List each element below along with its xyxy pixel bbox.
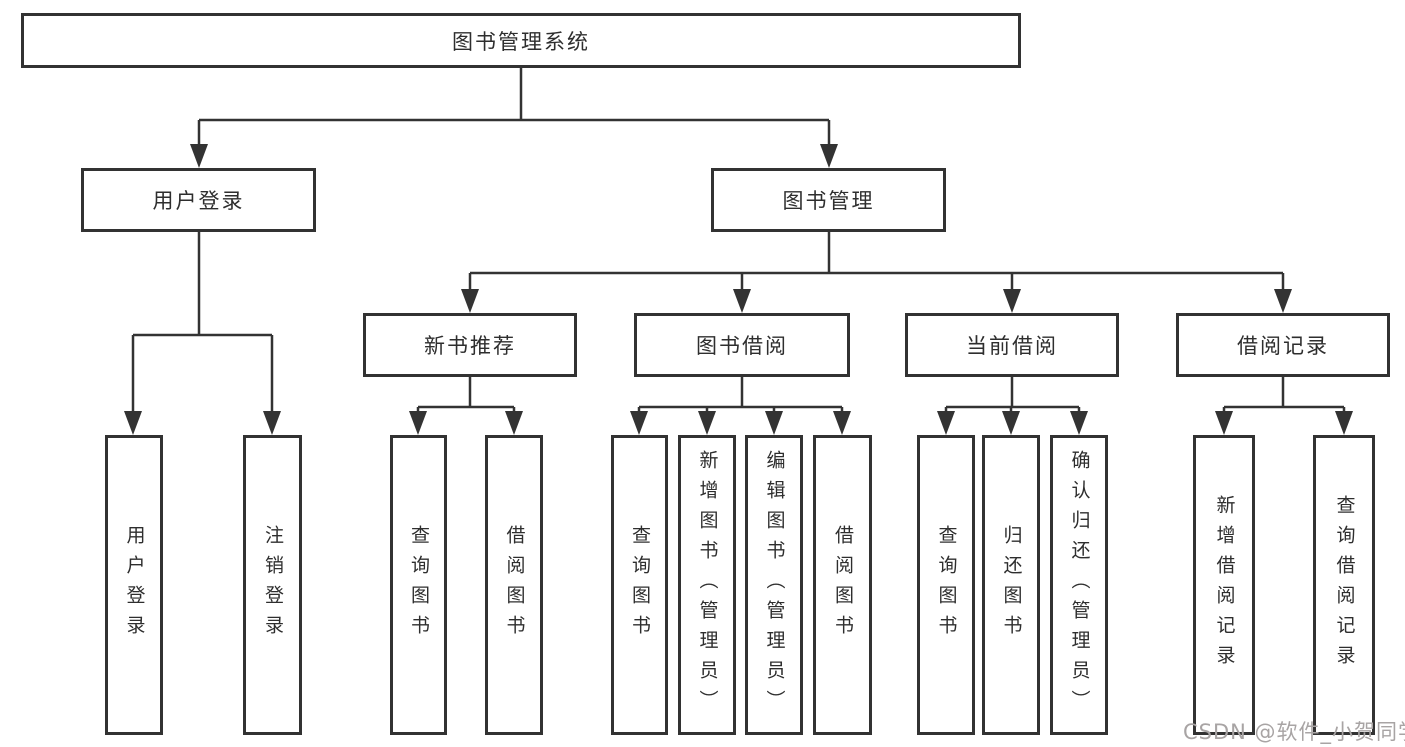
leaf-query-books-borrow: 查询图书 — [611, 435, 668, 735]
leaf-borrow-books-recommend: 借阅图书 — [485, 435, 543, 735]
leaf-logout: 注销登录 — [243, 435, 302, 735]
node-current-borrowing: 当前借阅 — [905, 313, 1119, 377]
leaf-query-books-recommend: 查询图书 — [390, 435, 447, 735]
node-book-borrowing: 图书借阅 — [634, 313, 850, 377]
leaf-borrow-books: 借阅图书 — [813, 435, 872, 735]
node-user-login: 用户登录 — [81, 168, 316, 232]
leaf-confirm-return-admin: 确认归还（管理员） — [1050, 435, 1108, 735]
leaf-add-borrow-record: 新增借阅记录 — [1193, 435, 1255, 735]
leaf-user-login: 用户登录 — [105, 435, 163, 735]
node-root-library-system: 图书管理系统 — [21, 13, 1021, 68]
edge-current-borrow-children — [937, 377, 1088, 435]
leaf-edit-books-admin: 编辑图书（管理员） — [745, 435, 803, 735]
leaf-query-borrow-record: 查询借阅记录 — [1313, 435, 1375, 735]
edge-root-to-level1 — [190, 68, 838, 168]
node-new-book-recommend: 新书推荐 — [363, 313, 577, 377]
edge-borrow-records-children — [1215, 377, 1353, 435]
leaf-query-books-current: 查询图书 — [917, 435, 975, 735]
edge-new-book-rec-children — [409, 377, 523, 435]
leaf-return-books: 归还图书 — [982, 435, 1040, 735]
edge-book-borrow-children — [630, 377, 851, 435]
leaf-add-books-admin: 新增图书（管理员） — [678, 435, 736, 735]
csdn-watermark: CSDN @软件_小贺同学 — [1183, 720, 1405, 744]
node-book-management: 图书管理 — [711, 168, 946, 232]
edge-user-login-children — [124, 232, 281, 435]
edge-book-mgmt-children — [461, 232, 1292, 313]
node-borrowing-records: 借阅记录 — [1176, 313, 1390, 377]
